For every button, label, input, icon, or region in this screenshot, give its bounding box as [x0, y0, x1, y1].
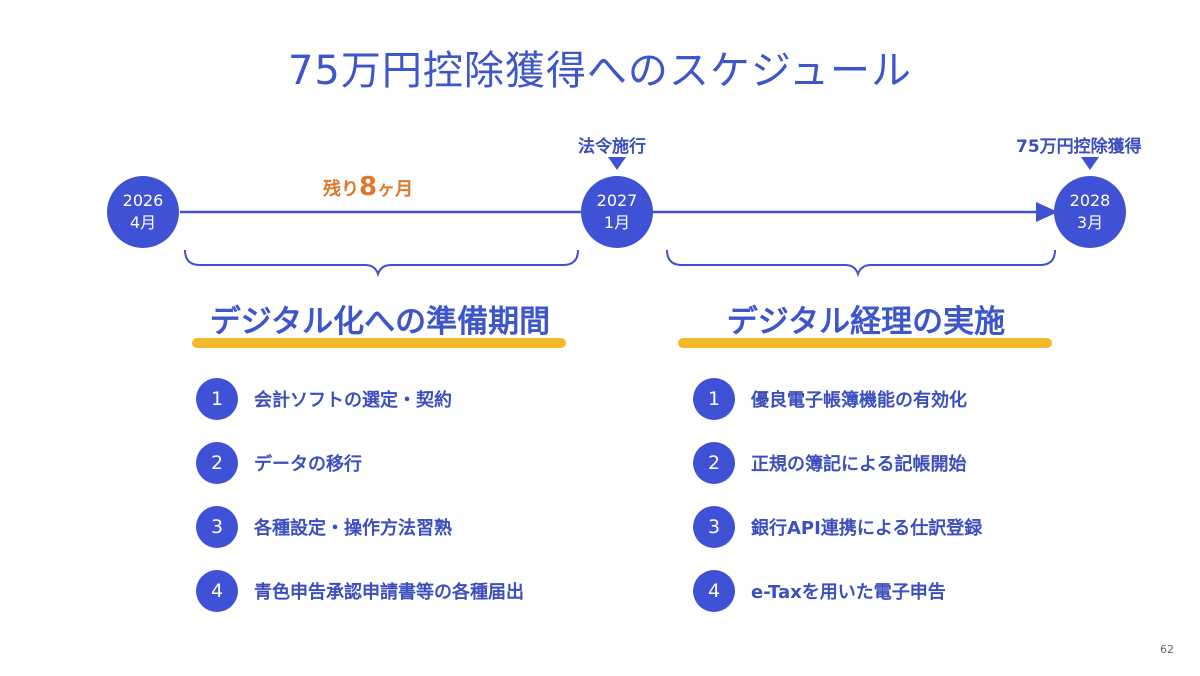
marker-arrow-icon [1081, 157, 1099, 170]
list-item: 2 正規の簿記による記帳開始 [693, 442, 966, 484]
page-number: 62 [1160, 643, 1174, 656]
timeline-node-2028: 2028 3月 [1054, 176, 1126, 248]
list-item: 2 データの移行 [196, 442, 362, 484]
step-badge: 2 [196, 442, 238, 484]
timeline-node-2027: 2027 1月 [581, 176, 653, 248]
list-item-text: 銀行API連携による仕訳登録 [751, 518, 983, 539]
step-badge: 1 [693, 378, 735, 420]
page-title: 75万円控除獲得へのスケジュール [287, 48, 913, 94]
step-badge: 3 [693, 506, 735, 548]
list-item: 3 銀行API連携による仕訳登録 [693, 506, 982, 548]
timeline-arrowhead [1036, 202, 1058, 222]
marker-label-enforcement: 法令施行 [578, 137, 646, 157]
list-item-text: データの移行 [254, 454, 362, 475]
brace-right [666, 249, 1056, 278]
phase-underline [192, 338, 566, 348]
node-year: 2028 [1069, 191, 1111, 210]
list-item: 4 青色申告承認申請書等の各種届出 [196, 570, 524, 612]
remaining-number: 8 [359, 172, 378, 202]
phase-underline [678, 338, 1052, 348]
list-item-text: 正規の簿記による記帳開始 [751, 454, 967, 475]
phase-title-preparation: デジタル化への準備期間 [209, 304, 551, 340]
list-item: 1 優良電子帳簿機能の有効化 [693, 378, 967, 420]
list-item: 3 各種設定・操作方法習熟 [196, 506, 452, 548]
remaining-months: 残り8ヶ月 [323, 172, 413, 202]
list-item: 4 e-Taxを用いた電子申告 [693, 570, 946, 612]
step-badge: 2 [693, 442, 735, 484]
node-year: 2027 [596, 191, 638, 210]
list-item-text: e-Taxを用いた電子申告 [751, 582, 946, 603]
node-month: 1月 [603, 213, 631, 232]
node-year: 2026 [122, 191, 164, 210]
list-item-text: 各種設定・操作方法習熟 [254, 518, 452, 539]
marker-arrow-icon [608, 157, 626, 170]
step-badge: 3 [196, 506, 238, 548]
step-badge: 4 [196, 570, 238, 612]
list-item-text: 優良電子帳簿機能の有効化 [751, 390, 967, 411]
remaining-prefix: 残り [323, 179, 359, 200]
node-month: 3月 [1076, 213, 1104, 232]
list-item-text: 会計ソフトの選定・契約 [254, 390, 452, 411]
list-item-text: 青色申告承認申請書等の各種届出 [254, 582, 524, 603]
node-month: 4月 [129, 213, 157, 232]
brace-left [184, 249, 579, 278]
remaining-suffix: ヶ月 [377, 179, 414, 200]
step-badge: 1 [196, 378, 238, 420]
list-item: 1 会計ソフトの選定・契約 [196, 378, 452, 420]
step-badge: 4 [693, 570, 735, 612]
timeline-node-2026: 2026 4月 [107, 176, 179, 248]
marker-label-deduction: 75万円控除獲得 [1016, 137, 1142, 157]
phase-title-execution: デジタル経理の実施 [726, 304, 1006, 340]
